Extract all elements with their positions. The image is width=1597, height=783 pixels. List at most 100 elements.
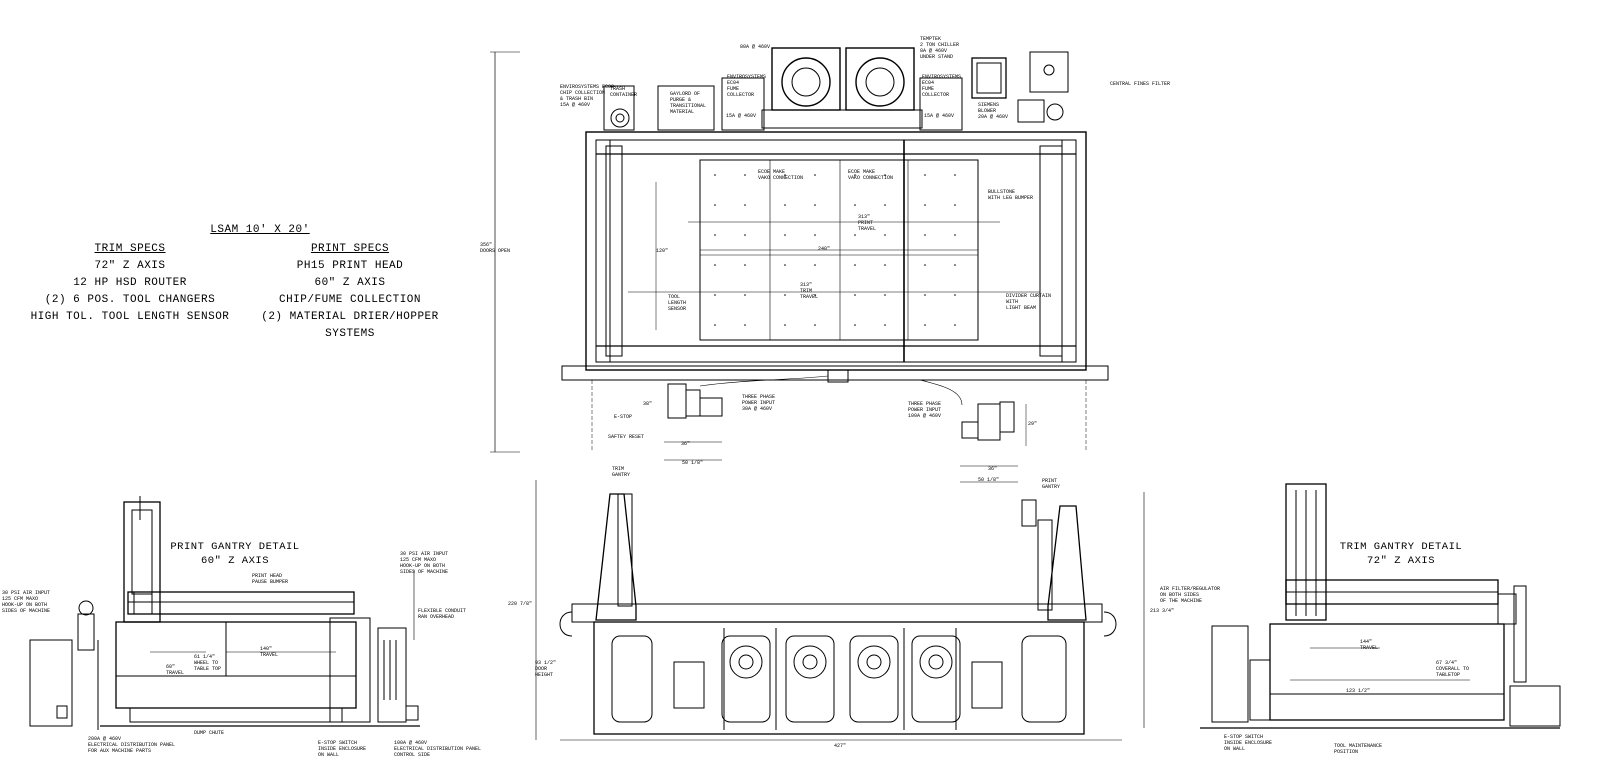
aux-cabinet — [29, 639, 73, 727]
plan-label-amp15-right: 15A @ 460V — [924, 113, 954, 119]
trim-gantry-detail-title: TRIM GANTRY DETAIL 72" Z AXIS — [1326, 540, 1476, 568]
trim-spec-item: 72" Z AXIS — [94, 260, 166, 272]
trim-gantry-detail — [1200, 483, 1561, 729]
trim-specs: TRIM SPECS 72" Z AXIS 12 HP HSD ROUTER (… — [20, 241, 240, 326]
fan — [857, 645, 891, 679]
plan-gantry-left — [605, 145, 623, 357]
specs-title: LSAM 10' X 20' — [200, 222, 320, 239]
print-gantry-beam — [127, 591, 355, 615]
fan — [919, 645, 953, 679]
blower-box — [1029, 51, 1069, 93]
trim-detail-title-line2: 72" Z AXIS — [1366, 555, 1435, 567]
fume-collector-left — [721, 77, 765, 131]
print-z-column — [123, 501, 161, 623]
print-spec-item: 60" Z AXIS — [314, 277, 386, 289]
print-detail-title-line2: 60" Z AXIS — [200, 555, 269, 567]
trim-table-frame — [1269, 623, 1505, 721]
plan-label-amp15-left: 15A @ 460V — [726, 113, 756, 119]
plan-label-dim-240: 240" — [818, 246, 830, 252]
fume-collector-right — [919, 77, 963, 131]
print-gantry-detail-title: PRINT GANTRY DETAIL 60" Z AXIS — [160, 540, 310, 568]
trim-label-travel144: 144"TRAVEL — [1360, 639, 1378, 651]
print-specs: PRINT SPECS PH15 PRINT HEAD 60" Z AXIS C… — [234, 241, 466, 343]
trim-z-column — [1285, 483, 1327, 621]
plan-label-dim-36: 36" — [681, 441, 690, 447]
specs-title-text: LSAM 10' X 20' — [210, 224, 310, 236]
print-spec-item: (2) MATERIAL DRIER/HOPPER SYSTEMS — [261, 311, 439, 340]
plan-label-dim-50-right: 50 1/8" — [978, 477, 999, 483]
plan-label-dim-50-left: 50 1/8" — [682, 460, 703, 466]
plan-gantry-right — [1039, 145, 1063, 357]
plan-label-estop: E-STOP — [614, 414, 632, 420]
print-table-frame — [115, 621, 357, 709]
trim-specs-heading: TRIM SPECS — [94, 243, 166, 255]
fan — [729, 645, 763, 679]
print-spec-item: CHIP/FUME COLLECTION — [278, 294, 422, 306]
plan-label-amp80: 80A @ 460V — [740, 44, 770, 50]
machine-base — [593, 621, 1085, 735]
plan-label-doors-open: 356"DOORS OPEN — [480, 242, 510, 254]
trim-spec-item: HIGH TOL. TOOL LENGTH SENSOR — [30, 311, 230, 323]
plan-label-dim-120: 120" — [656, 248, 668, 254]
trim-maintenance-stand — [1509, 685, 1561, 727]
chiller — [971, 57, 1007, 99]
print-spec-item: PH15 PRINT HEAD — [296, 260, 404, 272]
control-box-left — [667, 383, 687, 419]
elev-label-height-left: 220 7/8" — [508, 601, 532, 607]
trim-electrical-box — [1211, 625, 1249, 723]
print-label-z-travel: 60"TRAVEL — [166, 664, 184, 676]
plan-label-dim-36-right: 36" — [988, 466, 997, 472]
print-detail-title-line1: PRINT GANTRY DETAIL — [170, 541, 300, 553]
gaylord-box — [657, 85, 715, 131]
side-elevation — [535, 480, 1145, 741]
print-gantry-elevation — [1047, 505, 1087, 621]
trim-spec-item: (2) 6 POS. TOOL CHANGERS — [44, 294, 216, 306]
trim-spec-item: 12 HP HSD ROUTER — [73, 277, 187, 289]
plan-label-central-filter: CENTRAL FINES FILTER — [1110, 81, 1170, 87]
print-gantry-detail — [29, 496, 420, 730]
control-cabinet — [377, 627, 407, 723]
trim-detail-title-line1: TRIM GANTRY DETAIL — [1339, 541, 1463, 553]
plan-label-safety-reset: SAFTEY RESET — [608, 434, 644, 440]
trim-label-dim123: 123 1/2" — [1346, 688, 1370, 694]
plan-label-dim-38: 38" — [643, 401, 652, 407]
print-specs-heading: PRINT SPECS — [310, 243, 390, 255]
trim-gantry-elevation — [595, 493, 637, 621]
